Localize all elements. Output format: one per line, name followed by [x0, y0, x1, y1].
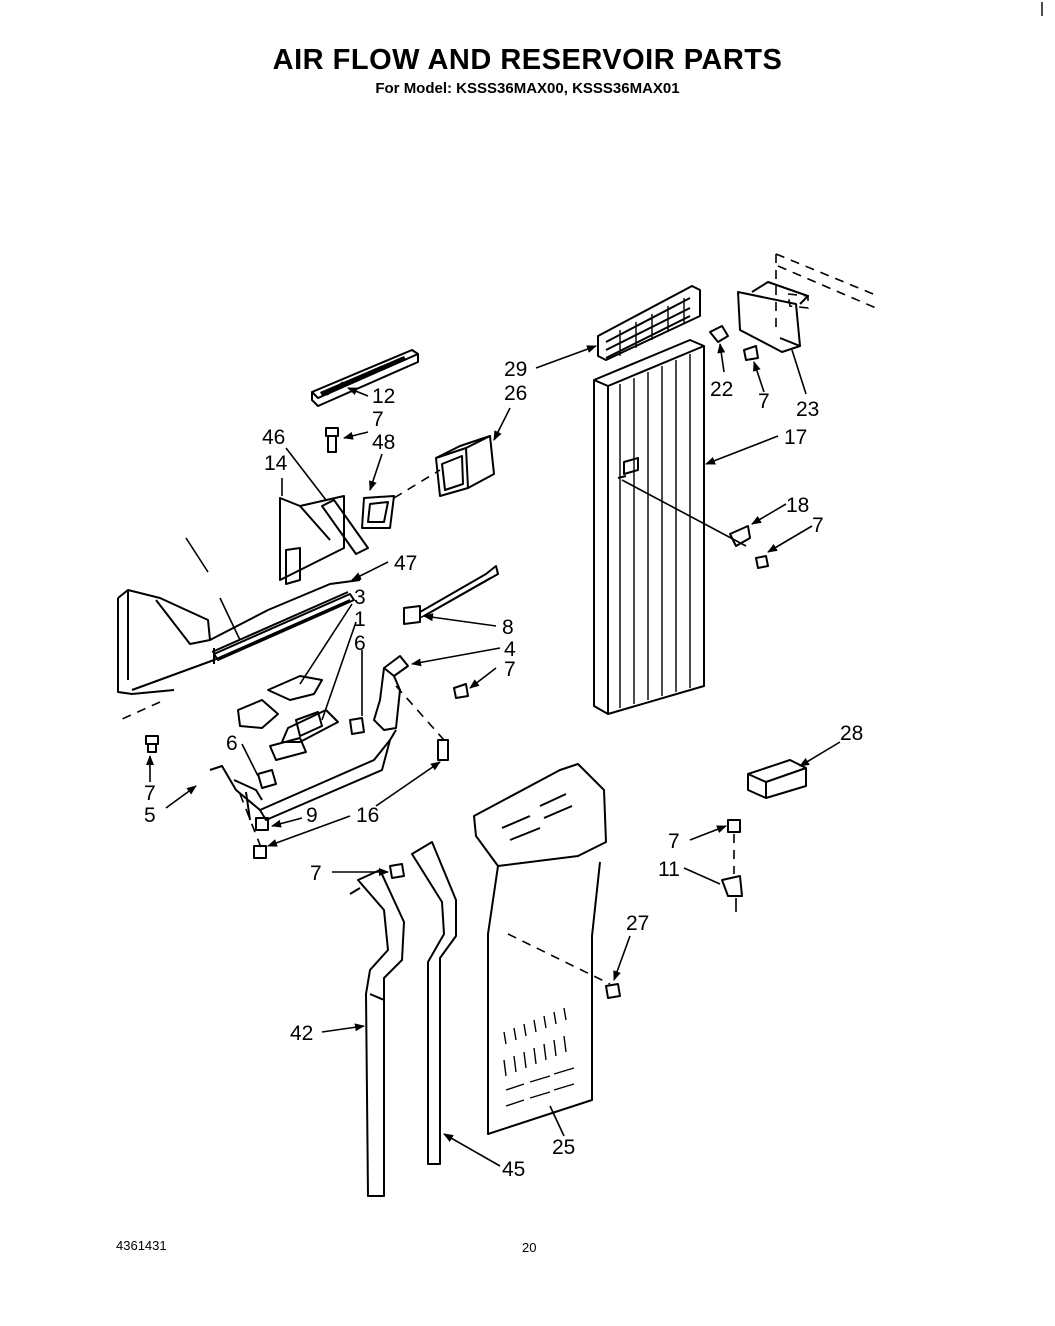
- callout-18: 18: [786, 494, 809, 517]
- callout-7: 7: [758, 390, 770, 413]
- part-screw-16: [437, 739, 449, 761]
- part-27-screw: [605, 983, 621, 999]
- model-subtitle: For Model: KSSS36MAX00, KSSS36MAX01: [375, 80, 680, 97]
- part-14-duct-housing: [279, 495, 345, 585]
- part-7-screw-top: [325, 427, 339, 453]
- callout-17: 17: [784, 426, 807, 449]
- callout-45: 45: [502, 1158, 525, 1181]
- part-48-gasket: [361, 495, 395, 529]
- callout-labels: 12 7 46 14 48 29 26 22 7 23 17 18 7 47 3…: [144, 358, 863, 1181]
- callout-26: 26: [504, 382, 527, 405]
- callout-7: 7: [504, 658, 516, 681]
- part-17-evaporator-cover: [593, 339, 705, 715]
- part-23-damper-bracket: [737, 253, 879, 353]
- part-7-screw-23: [743, 345, 759, 361]
- leader-lines: [146, 343, 841, 1167]
- part-7-screw-18: [755, 555, 769, 569]
- callout-29: 29: [504, 358, 527, 381]
- callout-1: 1: [354, 608, 366, 631]
- part-22-plug: [709, 325, 729, 343]
- callout-27: 27: [626, 912, 649, 935]
- part-18-clip: [729, 525, 751, 547]
- callout-7: 7: [812, 514, 824, 537]
- part-7-screw-42: [389, 863, 405, 879]
- callout-7: 7: [310, 862, 322, 885]
- part-47-strip: [213, 593, 355, 661]
- part-8-wire-harness: [403, 565, 499, 625]
- callout-7: 7: [144, 782, 156, 805]
- callout-11: 11: [658, 858, 680, 881]
- part-29-grille: [597, 285, 701, 361]
- part-42-channel: [349, 869, 405, 1197]
- callout-25: 25: [552, 1136, 575, 1159]
- part-6-grommet-right: [349, 717, 365, 735]
- part-4-bracket: [373, 655, 409, 731]
- callout-8: 8: [502, 616, 514, 639]
- part-1-fan-motor: [237, 675, 339, 761]
- part-7-screw-right-a: [453, 683, 469, 699]
- callout-3: 3: [354, 586, 366, 609]
- part-11-clip: [721, 819, 743, 912]
- page-number: 20: [522, 1240, 537, 1255]
- part-screw-lower-left: [253, 845, 267, 859]
- callout-9: 9: [306, 804, 318, 827]
- part-25-air-plenum: [473, 763, 611, 1135]
- callout-4: 4: [504, 638, 516, 661]
- callout-42: 42: [290, 1022, 313, 1045]
- part-16-fan-bracket: [209, 729, 397, 821]
- callout-46: 46: [262, 426, 285, 449]
- callout-47: 47: [394, 552, 417, 575]
- callout-48: 48: [372, 431, 395, 454]
- callout-22: 22: [710, 378, 733, 401]
- part-45-channel: [411, 841, 457, 1165]
- part-26-duct: [435, 435, 495, 497]
- callout-14: 14: [264, 452, 288, 475]
- callout-12: 12: [372, 385, 395, 408]
- part-28-block: [747, 759, 807, 799]
- part-12-bracket: [311, 349, 419, 407]
- callout-6: 6: [354, 632, 366, 655]
- part-6-grommet-left: [257, 769, 277, 789]
- part-air-duct-assembly: [117, 537, 361, 721]
- part-7-screw-left: [145, 735, 159, 753]
- callout-28: 28: [840, 722, 863, 745]
- page-title: AIR FLOW AND RESERVOIR PARTS: [272, 44, 783, 76]
- part-9-screw: [255, 817, 269, 831]
- callout-23: 23: [796, 398, 819, 421]
- callout-7: 7: [668, 830, 680, 853]
- callout-5: 5: [144, 804, 156, 827]
- callout-16: 16: [356, 804, 379, 827]
- document-number: 4361431: [116, 1238, 167, 1253]
- callout-6: 6: [226, 732, 238, 755]
- callout-7: 7: [372, 408, 384, 431]
